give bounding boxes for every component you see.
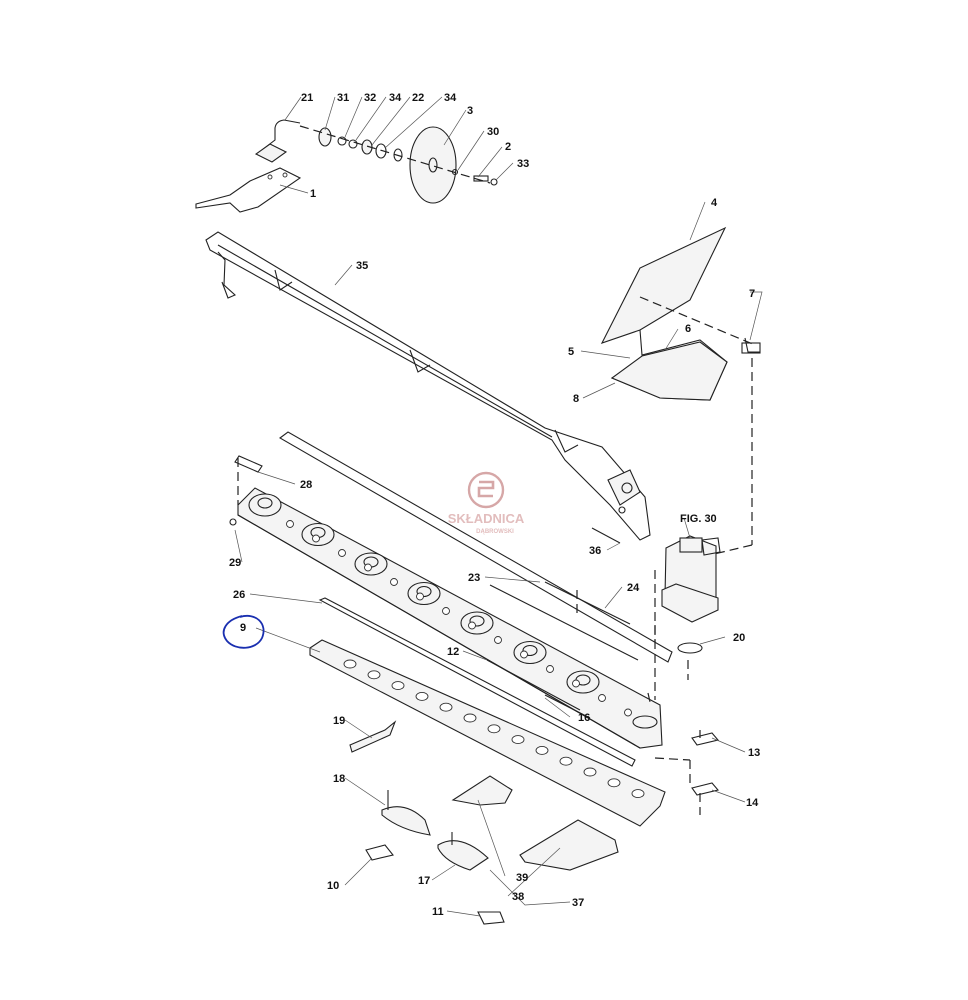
watermark-logo: SKŁADNICA DĄBROWSKI — [448, 471, 525, 535]
bar-hole — [572, 679, 580, 688]
label-37: 37 — [572, 897, 584, 909]
main-frame-beam — [205, 231, 651, 544]
label-31: 31 — [337, 92, 349, 104]
lower-skid-plates — [309, 581, 666, 827]
label-5: 5 — [568, 346, 574, 358]
bar-hole — [416, 592, 424, 601]
cutter-disc-hub — [257, 497, 273, 509]
label-2: 2 — [505, 141, 511, 153]
label-35: 35 — [356, 260, 368, 272]
label-34-b: 34 — [444, 92, 457, 104]
label-1: 1 — [310, 188, 316, 200]
label-34-a: 34 — [389, 92, 402, 104]
label-32: 32 — [364, 92, 376, 104]
cutter-bar — [237, 431, 673, 749]
label-36: 36 — [589, 545, 601, 557]
cutter-disc — [566, 670, 600, 694]
bar-hole — [546, 665, 554, 673]
label-10: 10 — [327, 880, 339, 892]
cutter-disc — [407, 581, 441, 606]
skid-hole — [391, 681, 405, 691]
label-26: 26 — [233, 589, 245, 601]
top-drive-assembly — [195, 119, 498, 213]
label-12: 12 — [447, 646, 459, 658]
label-17: 17 — [418, 875, 430, 887]
label-16: 16 — [578, 712, 590, 724]
skid-hole — [367, 670, 381, 680]
label-21: 21 — [301, 92, 313, 104]
skid-hole — [487, 724, 501, 734]
cutter-disc — [354, 552, 388, 576]
bar-hole — [468, 621, 476, 630]
label-7: 7 — [749, 288, 755, 300]
label-6: 6 — [685, 323, 691, 335]
cutter-disc-hub — [416, 585, 432, 598]
label-23: 23 — [468, 572, 480, 584]
label-20: 20 — [733, 632, 745, 644]
label-38: 38 — [512, 891, 524, 903]
skid-hole — [559, 756, 573, 766]
skid-hole — [631, 789, 645, 799]
cutter-disc-hub — [469, 615, 485, 627]
label-28: 28 — [300, 479, 312, 491]
label-fig-30: FIG. 30 — [680, 513, 717, 525]
skid-hole — [511, 735, 525, 745]
label-39: 39 — [516, 872, 528, 884]
skid-hole — [343, 659, 357, 669]
bar-hole — [338, 549, 346, 557]
label-24: 24 — [627, 582, 640, 594]
label-22: 22 — [412, 92, 424, 104]
label-19: 19 — [333, 715, 345, 727]
skid-hole — [535, 745, 549, 755]
label-30: 30 — [487, 126, 499, 138]
bar-hole — [598, 694, 606, 702]
watermark-subname: DĄBROWSKI — [476, 529, 514, 535]
watermark-name: SKŁADNICA — [448, 511, 525, 526]
bar-hole — [442, 607, 450, 615]
part-labels: 1 2 3 4 5 6 7 8 9 10 11 12 13 14 16 17 1… — [229, 92, 760, 918]
bar-hole — [286, 520, 294, 528]
skid-hole — [439, 702, 453, 712]
gearbox — [654, 535, 721, 700]
label-9: 9 — [240, 622, 246, 634]
loose-parts — [229, 455, 720, 925]
leader-lines — [234, 96, 763, 917]
skid-hole — [463, 713, 477, 723]
bar-hole — [390, 578, 398, 586]
bar-hole — [494, 636, 502, 644]
cutter-disc — [248, 493, 282, 517]
skid-hole — [415, 691, 429, 701]
label-11: 11 — [432, 906, 444, 918]
cutter-disc — [301, 522, 335, 547]
label-29: 29 — [229, 557, 241, 569]
bar-hole — [624, 708, 632, 717]
skid-hole — [607, 778, 621, 788]
label-4: 4 — [711, 197, 718, 209]
bar-hole — [364, 563, 372, 572]
bar-hole — [312, 534, 320, 543]
bar-hole — [520, 650, 528, 659]
label-33: 33 — [517, 158, 529, 170]
cutter-disc — [460, 611, 494, 635]
label-3: 3 — [467, 105, 473, 117]
guard-assembly — [600, 226, 761, 556]
highlight-circle — [222, 614, 265, 649]
label-8: 8 — [573, 393, 579, 405]
skid-hole — [583, 767, 597, 777]
label-14: 14 — [746, 797, 759, 809]
label-13: 13 — [748, 747, 760, 759]
cutter-disc-hub — [522, 644, 538, 657]
label-18: 18 — [333, 773, 345, 785]
cutter-disc — [513, 640, 547, 665]
